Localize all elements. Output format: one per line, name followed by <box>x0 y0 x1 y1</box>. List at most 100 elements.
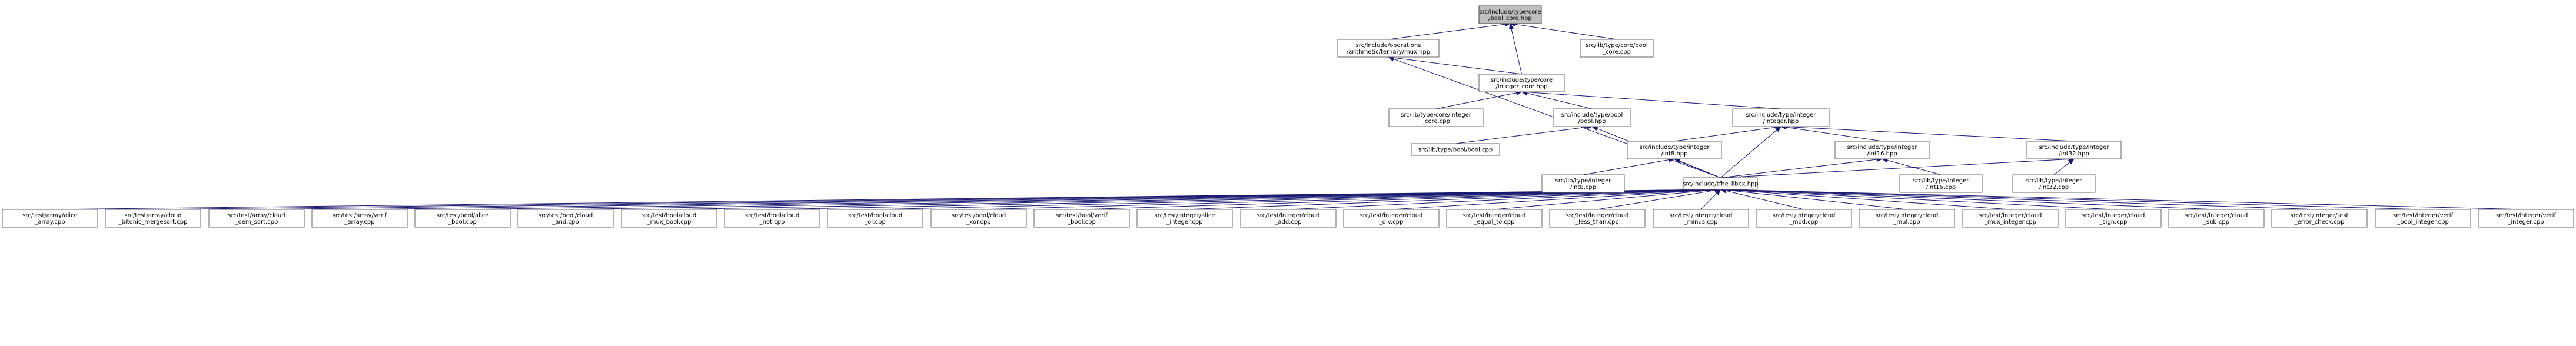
edge-line <box>1720 158 2069 178</box>
node-box <box>1033 209 1130 228</box>
edge-line <box>1435 92 1517 109</box>
node-t-bool-and[interactable]: src/test/bool/cloud_and.cpp <box>517 209 614 228</box>
node-integer-core-cpp[interactable]: src/lib/type/core/integer_core.cpp <box>1388 108 1484 127</box>
node-ternary-mux-hpp[interactable]: src/include/operations/arithmetic/ternar… <box>1337 39 1440 58</box>
edge-line <box>2053 162 2070 175</box>
node-label: _bool.cpp <box>1067 219 1096 225</box>
node-t-array-bitonic[interactable]: src/test/array/cloud_bitonic_mergesort.c… <box>105 209 201 228</box>
edge-line <box>1679 160 1721 178</box>
node-int32-hpp[interactable]: src/include/type/integer/int32.hpp <box>2026 141 2122 159</box>
node-t-int-less[interactable]: src/test/integer/cloud_less_than.cpp <box>1549 209 1646 228</box>
node-t-int-add[interactable]: src/test/integer/cloud_add.cpp <box>1240 209 1337 228</box>
node-bool-hpp[interactable]: src/include/type/bool/bool.hpp <box>1553 108 1631 127</box>
node-t-int-alice[interactable]: src/test/integer/alice_integer.cpp <box>1136 209 1233 228</box>
node-t-array-verif[interactable]: src/test/array/verif_array.cpp <box>311 209 408 228</box>
node-label: /int32.cpp <box>2039 184 2069 191</box>
node-t-bool-verif[interactable]: src/test/bool/verif_bool.cpp <box>1033 209 1130 228</box>
node-box <box>208 209 305 228</box>
node-label: _mux_integer.cpp <box>1984 219 2036 225</box>
node-label: src/test/array/cloud <box>228 212 285 219</box>
node-t-int-minus[interactable]: src/test/integer/cloud_minus.cpp <box>1653 209 1749 228</box>
edge-bool_core_hpp-to-integer_core_hpp <box>1508 22 1522 75</box>
node-t-array-alice[interactable]: src/test/array/alice_array.cpp <box>2 209 98 228</box>
edge-line <box>1527 92 1593 109</box>
edge-line <box>1455 127 1587 144</box>
node-t-bool-xor[interactable]: src/test/bool/cloud_xor.cpp <box>930 209 1027 228</box>
node-label: src/lib/type/integer <box>1913 178 1970 184</box>
node-t-int-mux[interactable]: src/test/integer/cloud_mux_integer.cpp <box>1962 209 2059 228</box>
node-bool-cpp[interactable]: src/lib/type/bool/bool.cpp <box>1411 143 1500 156</box>
node-t-int-mod[interactable]: src/test/integer/cloud_mod.cpp <box>1756 209 1852 228</box>
node-t-int-verif-int[interactable]: src/test/integer/verif_integer.cpp <box>2478 209 2574 228</box>
node-bool-core-cpp[interactable]: src/lib/type/core/bool_core.cpp <box>1580 39 1654 58</box>
edge-line <box>1786 127 1883 142</box>
edge-bool_hpp-to-bool_cpp <box>1455 124 1593 144</box>
edge-line <box>1726 189 1907 210</box>
node-t-int-sign[interactable]: src/test/integer/cloud_sign.cpp <box>2065 209 2162 228</box>
node-label: _oem_sort.cpp <box>235 219 278 225</box>
edge-line <box>1388 24 1505 40</box>
node-t-bool-alice[interactable]: src/test/bool/alice_bool.cpp <box>414 209 511 228</box>
node-box <box>1337 39 1440 58</box>
node-box <box>2012 174 2096 193</box>
node-box <box>930 209 1027 228</box>
node-box <box>1653 209 1749 228</box>
node-box <box>1240 209 1337 228</box>
node-label: src/lib/type/core/integer <box>1401 112 1472 118</box>
node-label: _core.cpp <box>1602 49 1631 55</box>
node-label: /arithmetic/ternary/mux.hpp <box>1347 49 1430 55</box>
edge-line <box>1726 189 2217 210</box>
node-label: _add.cpp <box>1274 219 1301 225</box>
node-box <box>1834 141 1930 159</box>
edge-line <box>1720 159 1877 178</box>
node-label: src/include/type/integer <box>2039 144 2109 151</box>
node-t-bool-mux[interactable]: src/test/bool/cloud_mux_bool.cpp <box>621 209 717 228</box>
node-box <box>1541 174 1625 193</box>
edge-line <box>565 189 1716 210</box>
node-label: src/include/type/integer <box>1847 144 1917 151</box>
node-int16-cpp[interactable]: src/lib/type/integer/int16.cpp <box>1899 174 1983 193</box>
node-box <box>1478 5 1542 24</box>
node-int16-hpp[interactable]: src/include/type/integer/int16.hpp <box>1834 141 1930 159</box>
node-box <box>2375 209 2471 228</box>
node-box <box>1899 174 1983 193</box>
node-box <box>1756 209 1852 228</box>
node-label: /integer_core.hpp <box>1495 84 1547 90</box>
edge-line <box>1726 189 2527 210</box>
node-t-bool-not[interactable]: src/test/bool/cloud_not.cpp <box>724 209 820 228</box>
node-label: src/test/array/verif <box>333 212 387 219</box>
node-int32-cpp[interactable]: src/lib/type/integer/int32.cpp <box>2012 174 2096 193</box>
edge-line <box>772 189 1716 210</box>
node-t-int-sub[interactable]: src/test/integer/cloud_sub.cpp <box>2168 209 2265 228</box>
node-box <box>2065 209 2162 228</box>
node-label: src/lib/type/integer <box>1555 178 1612 184</box>
edge-tfhe_libex_hpp-to-t_int_minus <box>1700 189 1721 210</box>
edge-line <box>1726 189 2114 210</box>
edge-line <box>1720 129 1777 178</box>
node-t-int-equal[interactable]: src/test/integer/cloud_equal_to.cpp <box>1446 209 1543 228</box>
node-integer-core-hpp[interactable]: src/include/type/core/integer_core.hpp <box>1478 74 1565 92</box>
node-int8-hpp[interactable]: src/include/type/integer/int8.hpp <box>1627 141 1722 159</box>
node-label: /int16.hpp <box>1867 151 1897 157</box>
edge-line <box>1288 189 1716 210</box>
node-bool-core-hpp: src/include/type/core/bool_core.hpp <box>1478 5 1542 24</box>
node-int8-cpp[interactable]: src/lib/type/integer/int8.cpp <box>1541 174 1625 193</box>
node-label: _or.cpp <box>864 219 886 225</box>
node-label: src/include/operations <box>1356 42 1421 49</box>
node-t-int-div[interactable]: src/test/integer/cloud_div.cpp <box>1343 209 1440 228</box>
edge-line <box>1674 127 1776 142</box>
node-label: /bool.hpp <box>1578 118 1606 125</box>
node-integer-hpp[interactable]: src/include/type/integer/integer.hpp <box>1732 108 1830 127</box>
edge-line <box>1726 190 1804 210</box>
node-label: src/include/tfhe_libex.hpp <box>1683 181 1759 188</box>
node-t-int-err[interactable]: src/test/integer/test_error_check.cpp <box>2271 209 2368 228</box>
node-t-array-oem[interactable]: src/test/array/cloud_oem_sort.cpp <box>208 209 305 228</box>
node-box <box>414 209 511 228</box>
node-box <box>311 209 408 228</box>
edge-line <box>1511 28 1522 75</box>
node-t-int-mul[interactable]: src/test/integer/cloud_mul.cpp <box>1859 209 1955 228</box>
node-t-int-verif-bool[interactable]: src/test/integer/verif_bool_integer.cpp <box>2375 209 2471 228</box>
node-t-bool-or[interactable]: src/test/bool/cloud_or.cpp <box>827 209 923 228</box>
node-tfhe-libex-hpp[interactable]: src/include/tfhe_libex.hpp <box>1683 177 1759 190</box>
node-box <box>1411 143 1500 156</box>
